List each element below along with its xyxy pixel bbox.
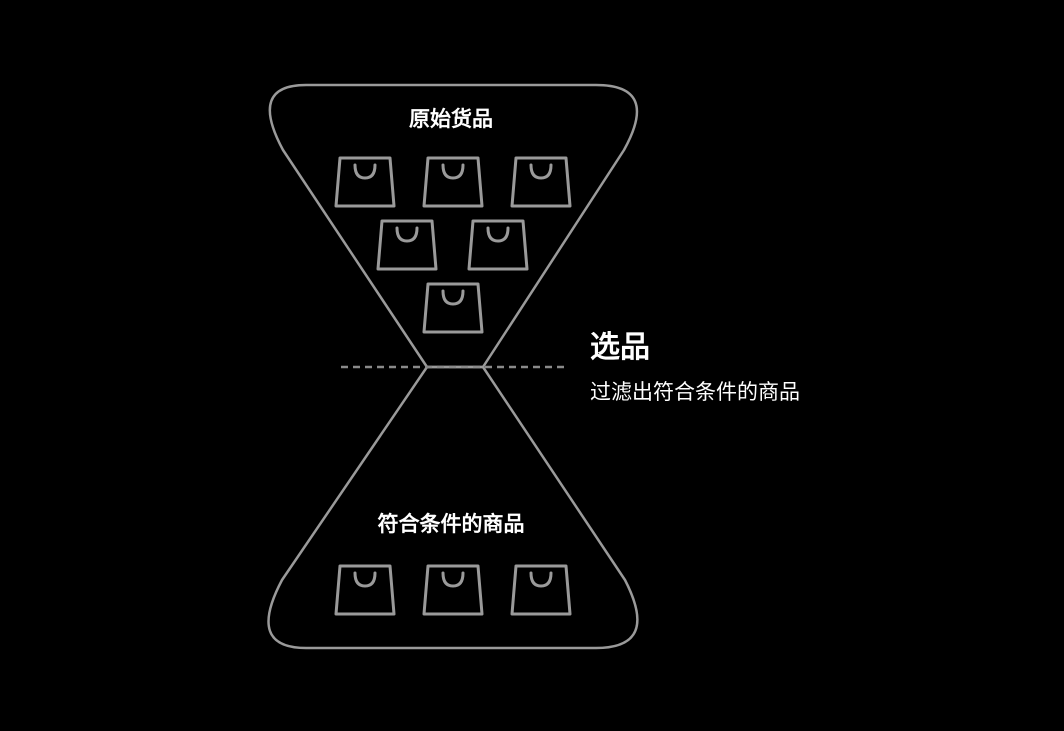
original-goods-group [334, 156, 572, 334]
shopping-bag-icon [376, 219, 438, 271]
shopping-bag-icon [510, 156, 572, 208]
shopping-bag-icon [422, 156, 484, 208]
annotation-description: 过滤出符合条件的商品 [590, 380, 800, 404]
shopping-bag-icon [510, 564, 572, 616]
bottom-funnel [267, 365, 639, 650]
annotation-title: 选品 [590, 330, 650, 365]
shopping-bag-icon [422, 564, 484, 616]
shopping-bag-icon [467, 219, 529, 271]
bottom-funnel-label: 符合条件的商品 [378, 512, 525, 536]
shopping-bag-icon [334, 564, 396, 616]
top-funnel-label: 原始货品 [409, 107, 493, 131]
filtered-goods-group [334, 564, 572, 616]
shopping-bag-icon [422, 282, 484, 334]
shopping-bag-icon [334, 156, 396, 208]
